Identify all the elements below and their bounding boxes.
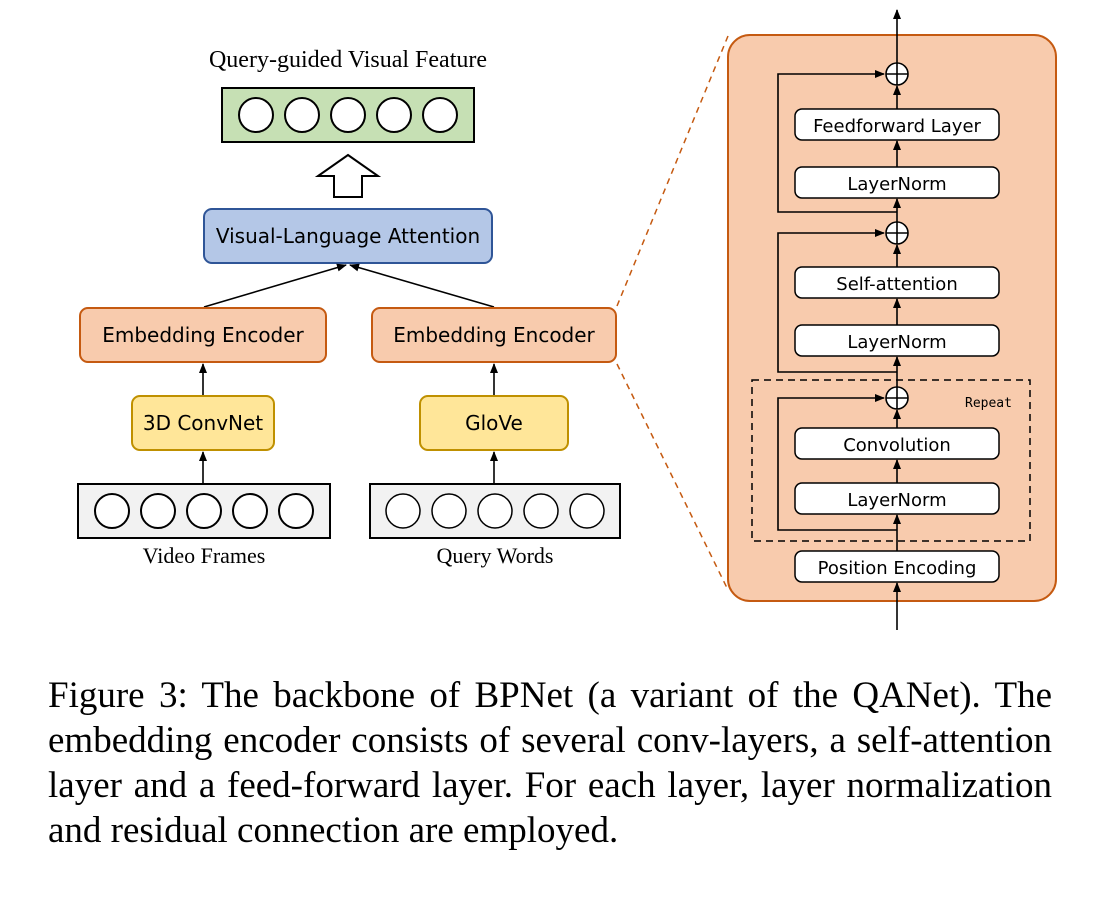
left-embedding-encoder-box <box>79 307 327 363</box>
residual-add-2 <box>885 221 909 245</box>
feature-node <box>330 97 366 133</box>
position-encoding-label: Position Encoding <box>818 558 977 579</box>
visual-language-attention-box <box>203 208 493 264</box>
left-encoder-to-attention-arrow <box>203 263 347 308</box>
feature-node <box>284 97 320 133</box>
figure-caption: Figure 3: The backbone of BPNet (a varia… <box>48 675 1052 851</box>
glove-box <box>419 395 569 451</box>
video-frames-box <box>77 483 331 539</box>
output-feature-label: Query-guided Visual Feature <box>209 47 487 73</box>
frame-node <box>140 493 176 529</box>
left-embedding-encoder-label: Embedding Encoder <box>102 323 304 347</box>
video-frames-label: Video Frames <box>143 543 266 568</box>
repeat-block <box>751 379 1031 542</box>
residual-connection-2 <box>777 229 897 373</box>
right-embedding-encoder-box <box>371 307 617 363</box>
frame-node <box>94 493 130 529</box>
feedforward-label: Feedforward Layer <box>813 116 981 137</box>
frame-node <box>232 493 268 529</box>
word-node <box>385 493 421 529</box>
frame-node <box>186 493 222 529</box>
feature-node <box>422 97 458 133</box>
output-feature-box <box>221 87 475 143</box>
word-node <box>523 493 559 529</box>
hollow-up-arrow <box>314 153 382 198</box>
residual-add-1 <box>885 386 909 410</box>
right-encoder-to-attention-arrow <box>349 263 495 308</box>
visual-language-attention-label: Visual-Language Attention <box>216 224 480 248</box>
glove-label: GloVe <box>465 411 523 435</box>
zoom-line-bottom <box>616 363 729 591</box>
convnet-label: 3D ConvNet <box>143 411 263 435</box>
query-words-label: Query Words <box>437 543 554 568</box>
word-node <box>569 493 605 529</box>
word-node <box>477 493 513 529</box>
residual-add-3 <box>885 62 909 86</box>
word-node <box>431 493 467 529</box>
repeat-label: Repeat <box>965 396 1012 411</box>
layernorm-bottom-label: LayerNorm <box>847 490 946 511</box>
layernorm-mid-label: LayerNorm <box>847 332 946 353</box>
feature-node <box>238 97 274 133</box>
residual-connection-3 <box>777 70 897 213</box>
layernorm-top-label: LayerNorm <box>847 174 946 195</box>
convolution-label: Convolution <box>843 435 951 456</box>
query-words-box <box>369 483 621 539</box>
zoom-line-top <box>616 35 729 307</box>
convnet-box <box>131 395 275 451</box>
right-embedding-encoder-label: Embedding Encoder <box>393 323 595 347</box>
self-attention-label: Self-attention <box>836 274 957 295</box>
residual-connection-1 <box>777 394 897 531</box>
frame-node <box>278 493 314 529</box>
feature-node <box>376 97 412 133</box>
